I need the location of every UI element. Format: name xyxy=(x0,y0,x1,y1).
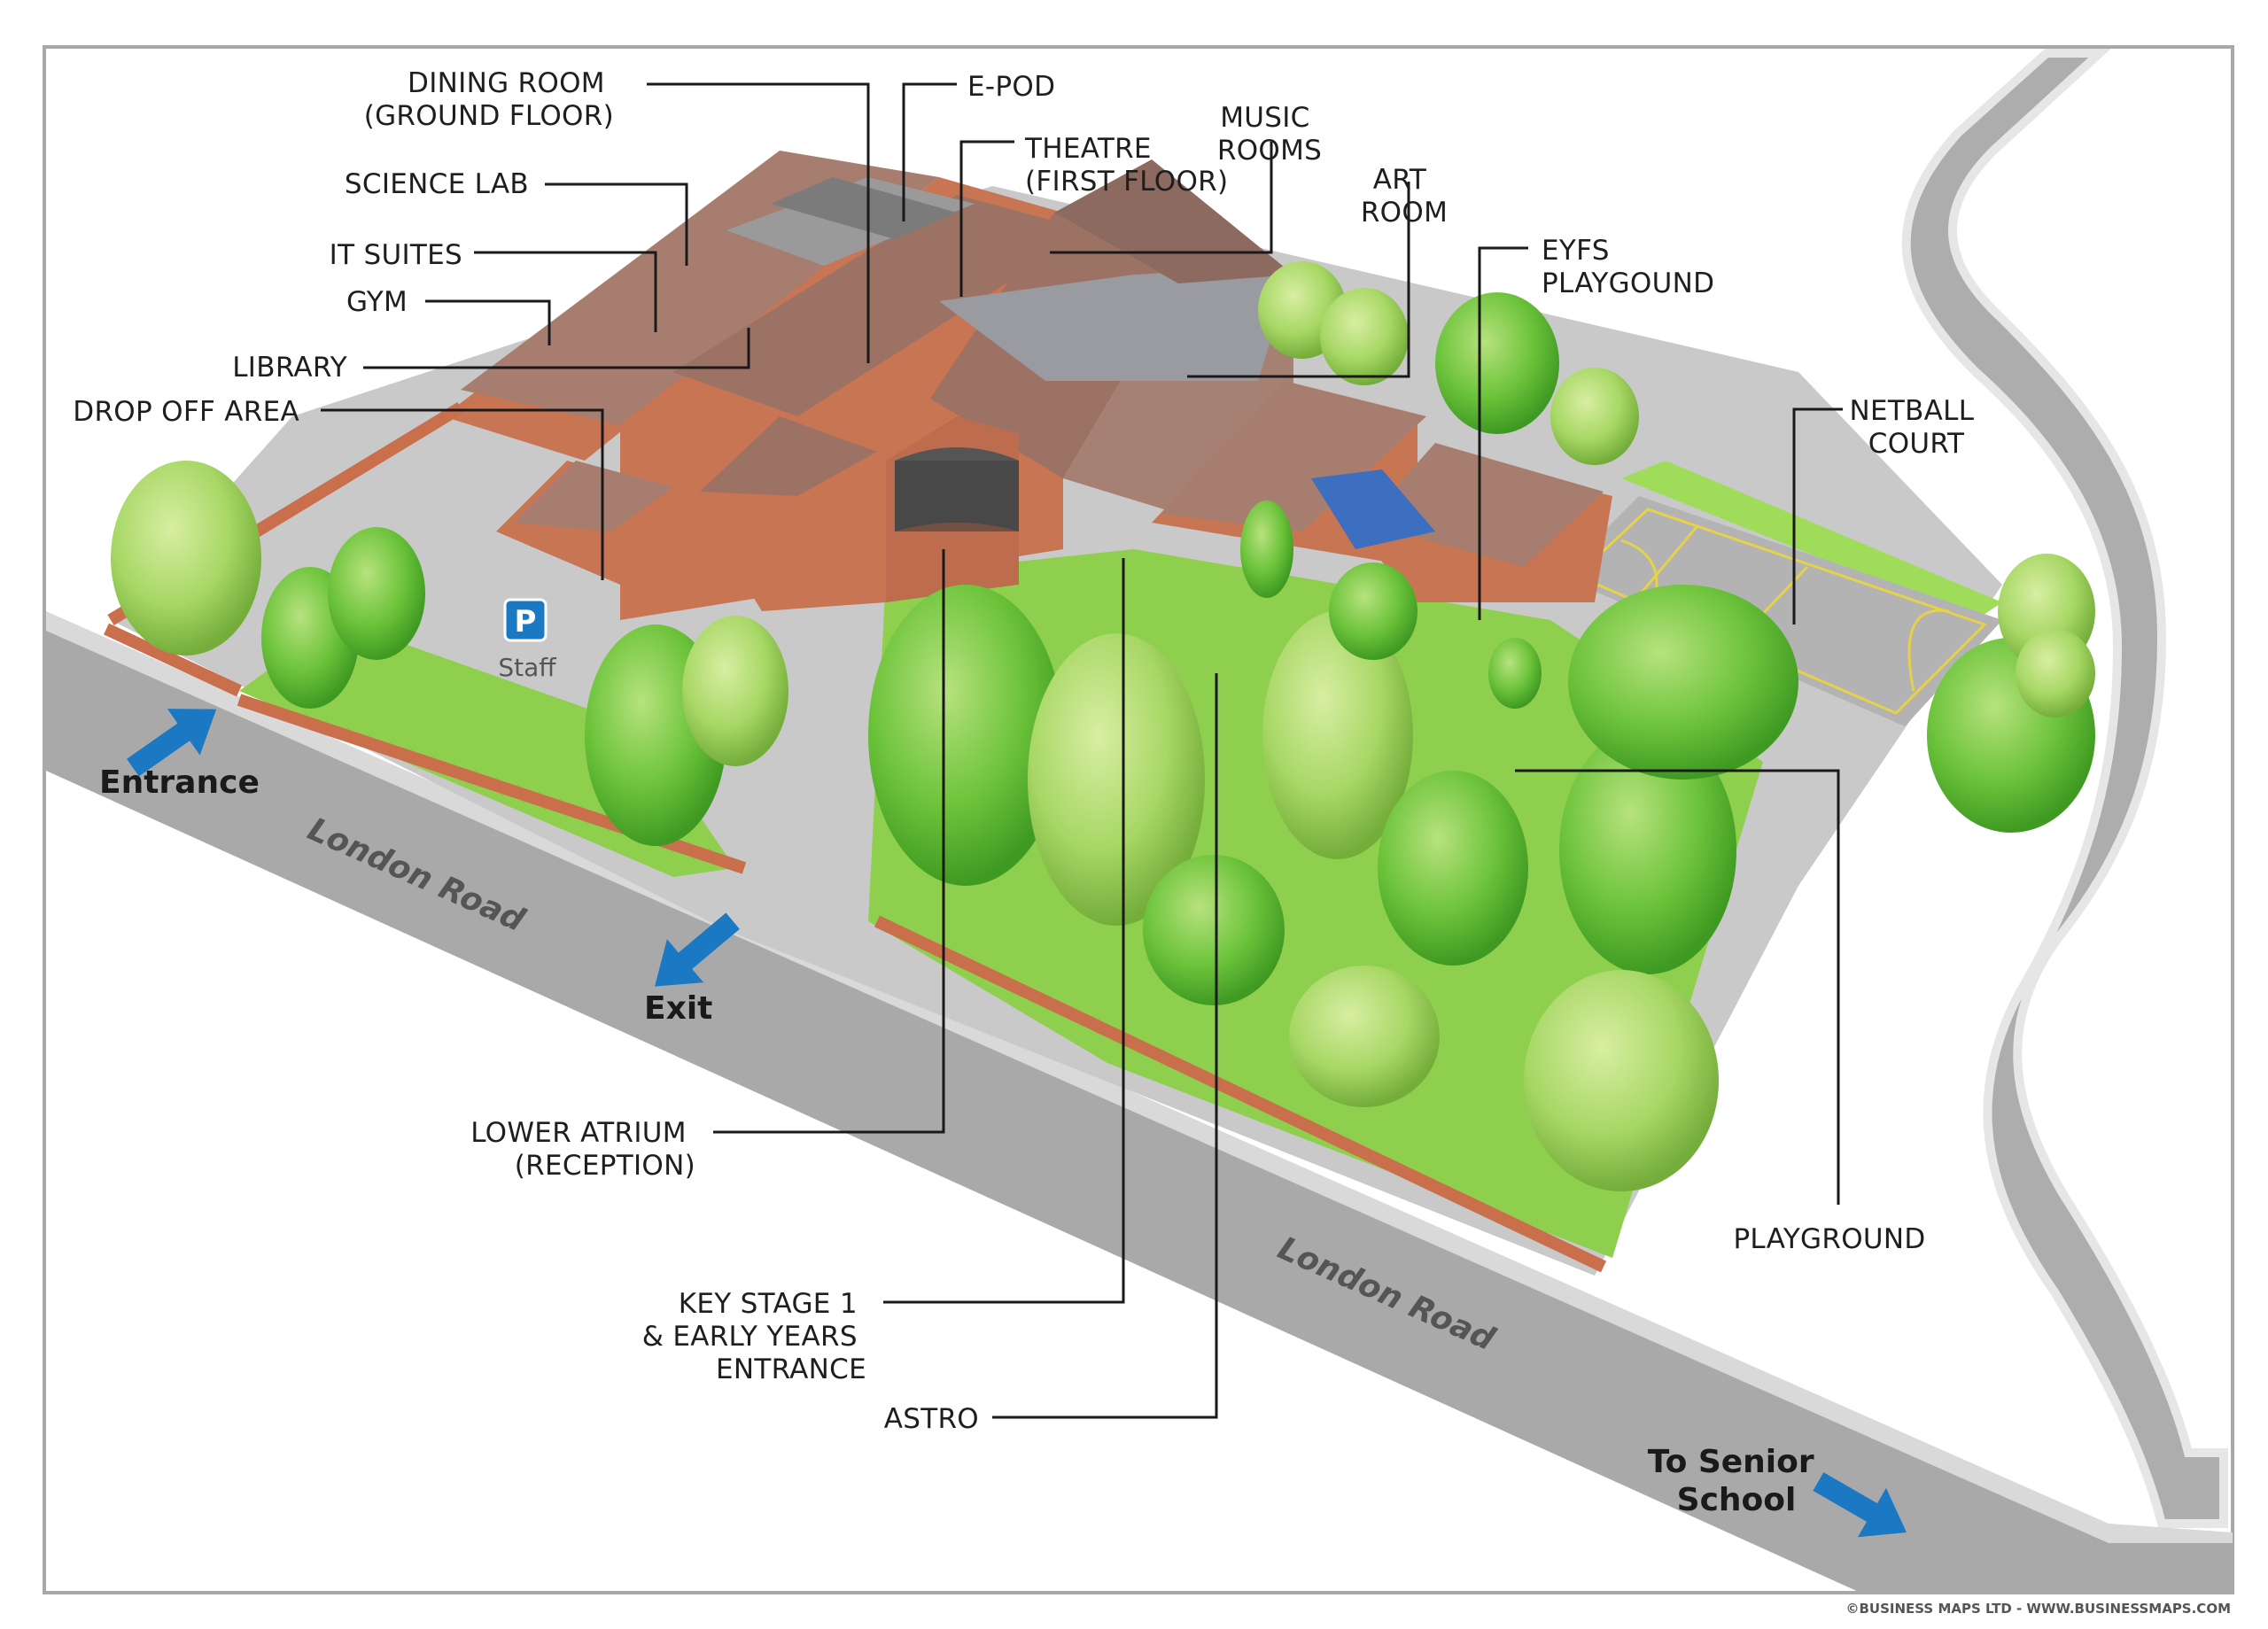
label-astro: ASTRO xyxy=(884,1403,979,1435)
parking-sign xyxy=(503,598,548,642)
to-senior-school-label: To Senior School xyxy=(1648,1444,1825,1518)
side-road xyxy=(1901,49,2228,1528)
exit-label: Exit xyxy=(644,990,712,1027)
trees xyxy=(111,261,2095,1191)
eyfs-building xyxy=(1152,381,1612,602)
parking-symbol: P xyxy=(515,604,537,640)
label-theatre: THEATRE (FIRST FLOOR) xyxy=(1024,133,1228,198)
label-lower-atrium: LOWER ATRIUM (RECEPTION) xyxy=(470,1117,695,1182)
label-e-pod: E-POD xyxy=(967,71,1055,103)
label-library: LIBRARY xyxy=(232,352,347,384)
label-dining-room: DINING ROOM (GROUND FLOOR) xyxy=(364,67,614,132)
label-it-suites: IT SUITES xyxy=(330,239,462,271)
site-labels: DINING ROOM (GROUND FLOOR) E-POD THEATRE… xyxy=(73,67,1984,1435)
label-playground: PLAYGROUND xyxy=(1733,1223,1925,1255)
senior-school-arrow-icon xyxy=(1813,1472,1907,1538)
entrance-label: Entrance xyxy=(99,764,260,801)
label-music-rooms: MUSIC ROOMS xyxy=(1217,102,1322,167)
label-eyfs-playground: EYFS PLAYGOUND xyxy=(1542,235,1714,299)
staff-parking: P Staff xyxy=(498,598,556,682)
atrium xyxy=(895,447,1019,531)
entrance-arrow-icon xyxy=(127,709,217,777)
label-science-lab: SCIENCE LAB xyxy=(345,168,529,200)
netball-court-surface xyxy=(1559,496,2002,726)
leader-lines xyxy=(321,82,1843,1419)
grass-strip-right xyxy=(1621,461,2002,620)
label-gym: GYM xyxy=(346,286,408,318)
exit-arrow-icon xyxy=(655,912,740,987)
label-art-room: ART ROOM xyxy=(1361,164,1448,229)
copyright-notice: ©BUSINESS MAPS LTD - WWW.BUSINESSMAPS.CO… xyxy=(1846,1601,2232,1617)
label-key-stage-1: KEY STAGE 1 & EARLY YEARS ENTRANCE xyxy=(642,1288,866,1385)
parking-staff-label: Staff xyxy=(498,653,556,682)
label-netball-court: NETBALL COURT xyxy=(1850,395,1984,460)
label-drop-off-area: DROP OFF AREA xyxy=(73,396,299,428)
